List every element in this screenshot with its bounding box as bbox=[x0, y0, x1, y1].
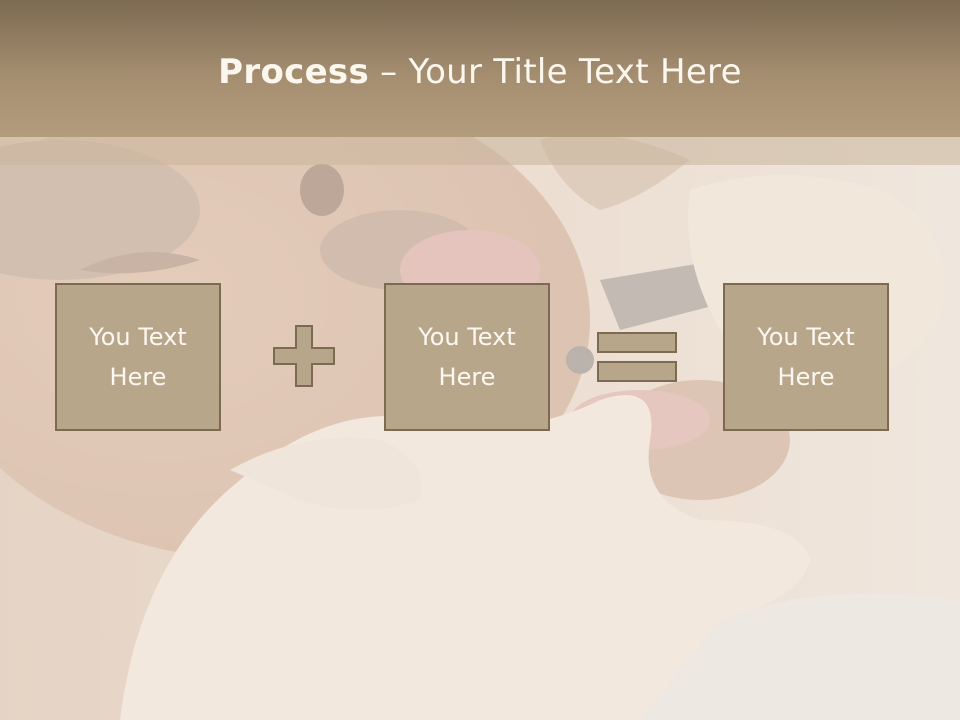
title-rest: Your Title Text Here bbox=[408, 52, 742, 92]
plus-icon bbox=[273, 325, 335, 387]
process-box-1[interactable]: You Text Here bbox=[55, 283, 221, 431]
process-box-3[interactable]: You Text Here bbox=[723, 283, 889, 431]
process-box-2[interactable]: You Text Here bbox=[384, 283, 550, 431]
slide-title[interactable]: Process – Your Title Text Here bbox=[0, 52, 960, 92]
equals-icon bbox=[597, 332, 677, 382]
title-bar-strip bbox=[0, 137, 960, 165]
title-bold: Process bbox=[218, 52, 370, 92]
process-box-1-text: You Text Here bbox=[89, 323, 187, 391]
process-box-2-text: You Text Here bbox=[418, 323, 516, 391]
title-separator: – bbox=[369, 52, 409, 92]
title-bar bbox=[0, 0, 960, 137]
process-box-3-text: You Text Here bbox=[757, 323, 855, 391]
